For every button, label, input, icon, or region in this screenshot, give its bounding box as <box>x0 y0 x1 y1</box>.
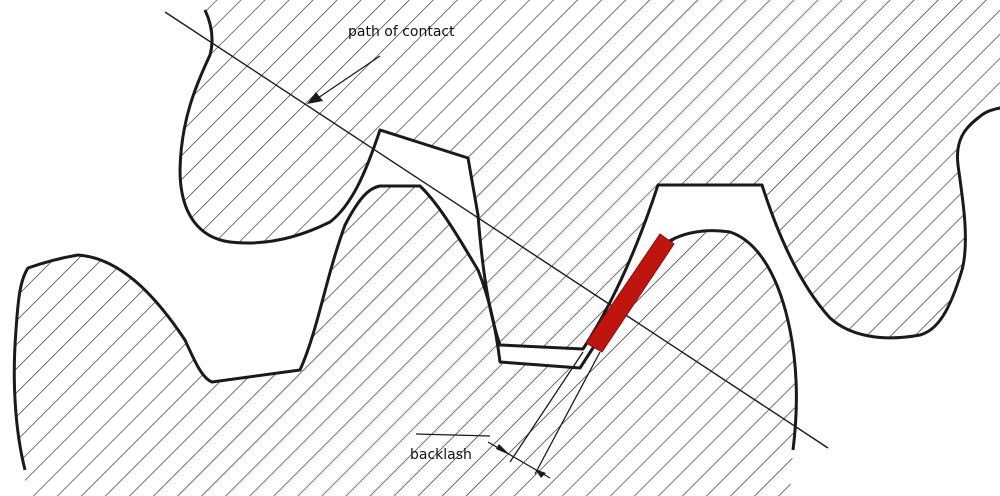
backlash-label: backlash <box>410 447 472 463</box>
path-of-contact-arrowhead <box>307 92 323 104</box>
backlash-arrowhead-left <box>496 444 510 455</box>
upper-gear <box>180 0 1000 349</box>
backlash-label-leader <box>415 433 491 437</box>
path-of-contact-label: path of contact <box>348 24 455 40</box>
lower-gear <box>14 186 797 496</box>
lower-gear-outline <box>12 184 798 471</box>
path-of-contact-line <box>164 11 829 449</box>
path-of-contact-leader <box>317 55 381 99</box>
backlash-extension-1 <box>509 351 584 463</box>
backlash-extension-2 <box>534 351 601 475</box>
upper-gear-outline <box>178 9 1000 351</box>
contact-highlight-strip <box>585 233 675 353</box>
backlash-arrowhead-right <box>535 469 546 478</box>
